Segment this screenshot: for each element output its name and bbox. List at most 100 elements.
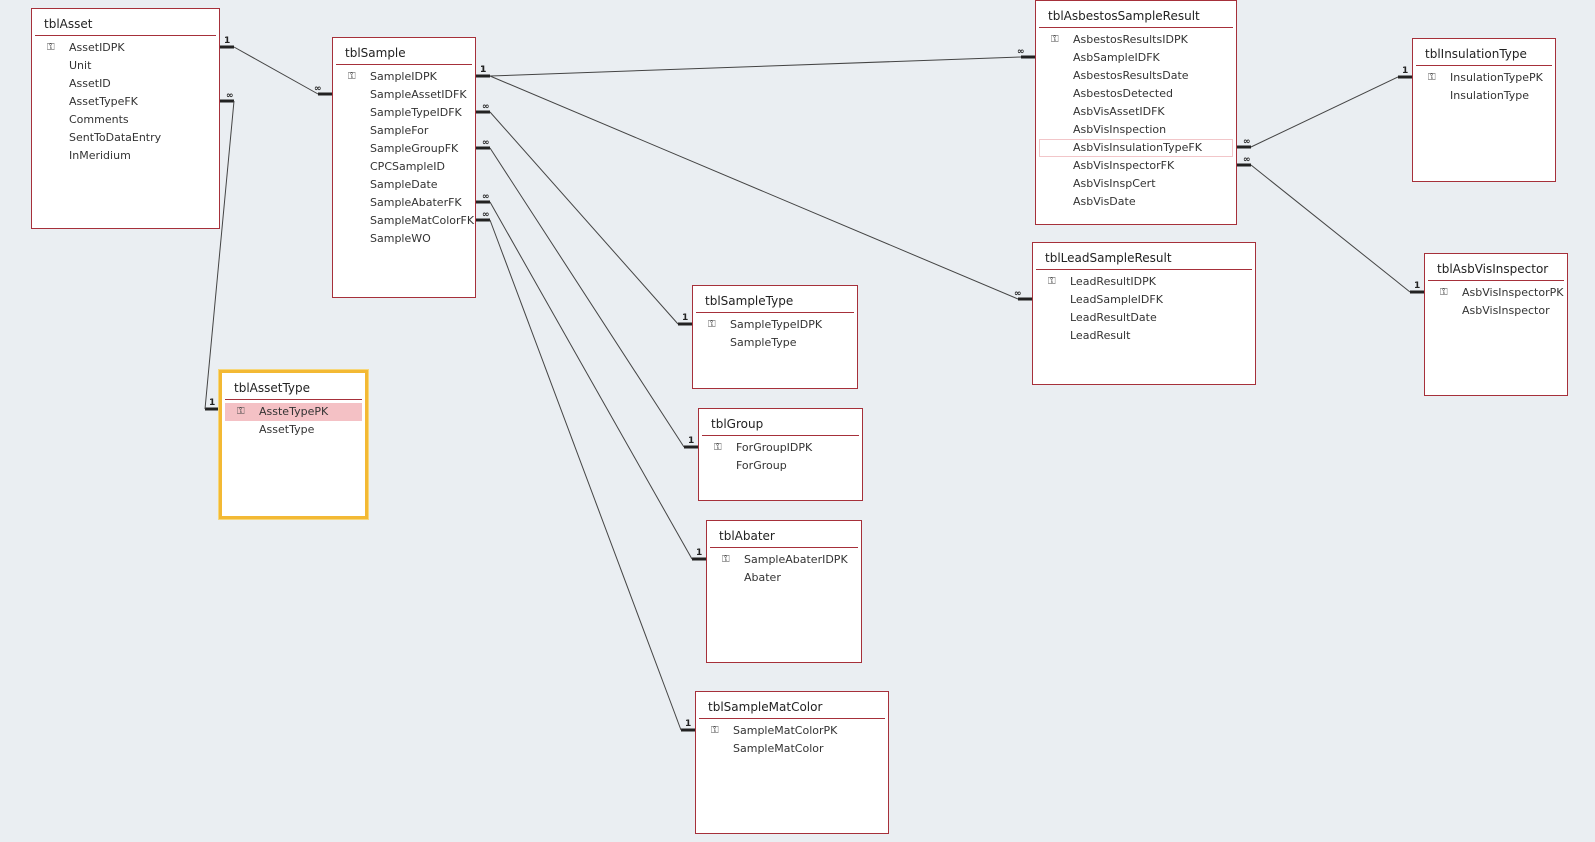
table-field[interactable]: Comments	[35, 111, 216, 129]
title-divider	[225, 399, 362, 400]
table-field[interactable]: AsbVisInspectorFK	[1039, 157, 1233, 175]
relationship-line[interactable]: 1∞	[476, 192, 706, 561]
table-field[interactable]: ⚿AssteTypePK	[225, 403, 362, 421]
field-name: SampleDate	[370, 178, 438, 191]
table-title[interactable]: tblAsbVisInspector	[1437, 262, 1549, 276]
table-title[interactable]: tblAsbestosSampleResult	[1048, 9, 1200, 23]
table-field[interactable]: AsbVisInspCert	[1039, 175, 1233, 193]
table-field[interactable]: ⚿InsulationTypePK	[1416, 69, 1552, 87]
field-name: SampleIDPK	[370, 70, 437, 83]
cardinality-many-label: ∞	[1014, 289, 1022, 299]
cardinality-many-label: ∞	[482, 102, 490, 112]
relationship-line[interactable]: 1∞	[476, 210, 695, 732]
table-field[interactable]: AsbSampleIDFK	[1039, 49, 1233, 67]
cardinality-one-label: 1	[685, 719, 691, 729]
table-field[interactable]: SampleMatColorFK	[336, 212, 475, 230]
relationship-line[interactable]: 1∞	[1237, 66, 1412, 149]
table-field[interactable]: SampleWO	[336, 230, 472, 248]
table-field[interactable]: InMeridium	[35, 147, 216, 165]
table-field[interactable]: SampleType	[696, 334, 854, 352]
table-field[interactable]: AsbVisAssetIDFK	[1039, 103, 1233, 121]
table-title[interactable]: tblAbater	[719, 529, 775, 543]
cardinality-one-label: 1	[688, 436, 694, 446]
table-field[interactable]: SampleAssetIDFK	[336, 86, 472, 104]
table-title[interactable]: tblInsulationType	[1425, 47, 1527, 61]
table-field[interactable]: SentToDataEntry	[35, 129, 216, 147]
table-field[interactable]: Abater	[710, 569, 858, 587]
table-field[interactable]: ⚿ForGroupIDPK	[702, 439, 859, 457]
field-name: SampleMatColorFK	[370, 214, 475, 227]
table-field[interactable]: SampleTypeIDFK	[336, 104, 472, 122]
table-field[interactable]: SampleGroupFK	[336, 140, 472, 158]
table-field[interactable]: ⚿LeadResultIDPK	[1036, 273, 1252, 291]
relationship-line[interactable]: 1∞	[220, 36, 332, 96]
relationship-line[interactable]: 1∞	[476, 102, 692, 326]
field-name: SampleFor	[370, 124, 429, 137]
table-title[interactable]: tblAssetType	[234, 381, 311, 395]
relationship-line[interactable]: 1∞	[1237, 155, 1424, 294]
table-field[interactable]: AsbVisDate	[1039, 193, 1233, 211]
title-divider	[1039, 27, 1233, 28]
table-field[interactable]: AsbVisInsulationTypeFK	[1039, 139, 1233, 157]
table-tblAsbestosSampleResult[interactable]: tblAsbestosSampleResult ⚿AsbestosResultsI…	[1035, 0, 1237, 225]
table-field[interactable]: ⚿AsbVisInspectorPK	[1428, 284, 1564, 302]
cardinality-many-label: ∞	[482, 138, 490, 148]
table-field[interactable]: AsbVisInspection	[1039, 121, 1233, 139]
table-title[interactable]: tblGroup	[711, 417, 764, 431]
table-field[interactable]: AsbVisInspector	[1428, 302, 1564, 320]
table-field[interactable]: ⚿SampleAbaterIDPK	[710, 551, 858, 569]
table-field[interactable]: ⚿SampleIDPK	[336, 68, 472, 86]
field-name: AsbVisInspectorPK	[1462, 286, 1564, 299]
relationship-line[interactable]: 1∞	[476, 138, 698, 449]
field-name: SampleAbaterFK	[370, 196, 462, 209]
field-name: SampleWO	[370, 232, 431, 245]
table-field[interactable]: ⚿AsbestosResultsIDPK	[1039, 31, 1233, 49]
table-tblSample[interactable]: tblSample ⚿SampleIDPK SampleAssetIDFK Sampl…	[332, 37, 476, 298]
field-name: SampleMatColor	[733, 742, 824, 755]
table-field[interactable]: ForGroup	[702, 457, 859, 475]
table-title[interactable]: tblSample	[345, 46, 406, 60]
table-title[interactable]: tblLeadSampleResult	[1045, 251, 1172, 265]
relationship-line[interactable]: 1∞	[476, 65, 1032, 301]
table-field[interactable]: AssetID	[35, 75, 216, 93]
table-field[interactable]: LeadSampleIDFK	[1036, 291, 1252, 309]
table-field[interactable]: AssetType	[225, 421, 362, 439]
table-title[interactable]: tblAsset	[44, 17, 93, 31]
field-name: SampleAssetIDFK	[370, 88, 467, 101]
key-icon: ⚿	[47, 42, 55, 53]
table-field[interactable]: AsbestosDetected	[1039, 85, 1233, 103]
field-name: AsbVisDate	[1073, 195, 1136, 208]
table-field[interactable]: ⚿AssetIDPK	[35, 39, 216, 57]
table-field[interactable]: SampleMatColor	[699, 740, 885, 758]
table-field[interactable]: ⚿SampleMatColorPK	[699, 722, 885, 740]
table-field[interactable]: InsulationType	[1416, 87, 1552, 105]
field-name: AssetID	[69, 77, 111, 90]
table-field[interactable]: ⚿SampleTypeIDPK	[696, 316, 854, 334]
table-field[interactable]: SampleFor	[336, 122, 472, 140]
table-field[interactable]: LeadResultDate	[1036, 309, 1252, 327]
table-title[interactable]: tblSampleType	[705, 294, 794, 308]
table-field[interactable]: LeadResult	[1036, 327, 1252, 345]
table-field[interactable]: SampleAbaterFK	[336, 194, 472, 212]
table-title[interactable]: tblSampleMatColor	[708, 700, 823, 714]
table-field[interactable]: CPCSampleID	[336, 158, 472, 176]
field-name: AsbVisInspCert	[1073, 177, 1156, 190]
table-field[interactable]: SampleDate	[336, 176, 472, 194]
field-name: SampleMatColorPK	[733, 724, 838, 737]
relationship-line[interactable]: 1∞	[204, 91, 235, 411]
field-name: LeadResultIDPK	[1070, 275, 1156, 288]
table-field[interactable]: AssetTypeFK	[35, 93, 216, 111]
table-field[interactable]: AsbestosResultsDate	[1039, 67, 1233, 85]
table-field[interactable]: Unit	[35, 57, 216, 75]
relationship-line[interactable]: 1∞	[476, 47, 1035, 78]
field-name: CPCSampleID	[370, 160, 445, 173]
